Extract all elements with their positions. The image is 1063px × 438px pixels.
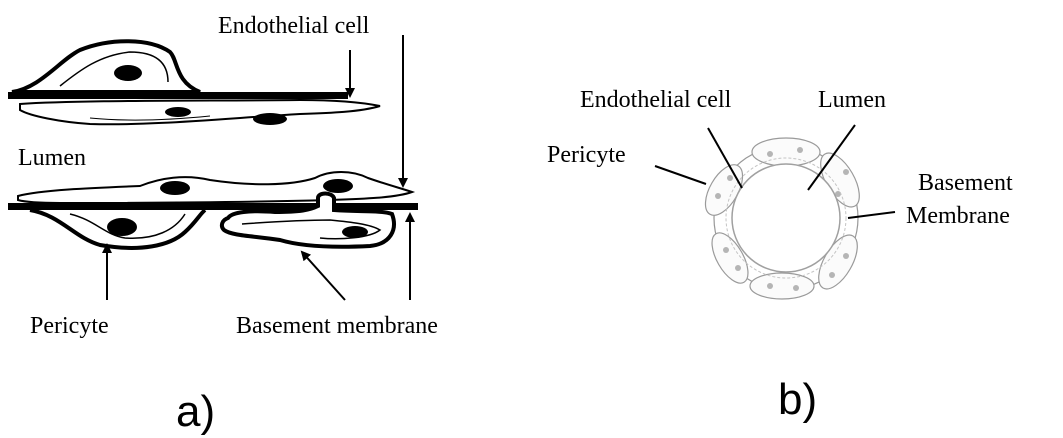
panel-b-lumen-label: Lumen (818, 87, 886, 113)
panel-b-caption: b) (778, 375, 817, 424)
panel-a-lower-wall (8, 172, 418, 248)
panel-a-lower-endothelial (18, 172, 412, 203)
panel-b-membrane-label: Membrane (906, 203, 1010, 229)
panel-a-pericyte-nucleus (114, 65, 142, 81)
panel-a-upper-endothelial (20, 100, 380, 124)
panel-a-drawing: Endothelial cell Lumen Pericyte Basement… (8, 13, 438, 436)
panel-a-lumen-label: Lumen (18, 145, 86, 171)
panel-b-pericyte-label: Pericyte (547, 142, 626, 168)
panel-b-endothelial-label: Endothelial cell (580, 87, 732, 113)
panel-a-basement-label: Basement membrane (236, 313, 438, 339)
panel-a-upper-pericyte (12, 41, 200, 92)
panel-a-pericyte-label: Pericyte (30, 313, 109, 339)
panel-b-basement-pointer (848, 212, 895, 218)
panel-a-caption: a) (176, 387, 215, 436)
panel-b-pericyte-pointer (655, 166, 706, 184)
panel-a-upper-wall (8, 41, 380, 125)
panel-b-drawing: Endothelial cell Lumen Pericyte Basement… (547, 87, 1013, 424)
panel-a-basement-arrow-1 (302, 252, 345, 300)
panel-b-basement-label: Basement (918, 170, 1013, 196)
panel-b-lumen (732, 164, 840, 272)
panel-a-endothelial-label: Endothelial cell (218, 13, 370, 39)
